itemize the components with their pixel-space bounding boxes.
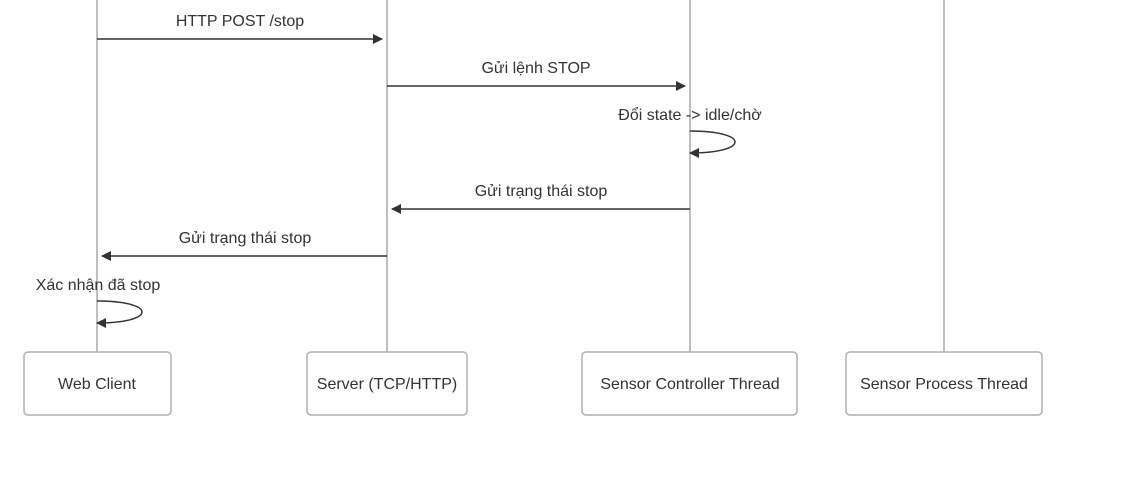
message-label: Gửi lệnh STOP <box>481 60 590 77</box>
participant-label: Web Client <box>58 376 137 393</box>
participant-box <box>845 351 1043 416</box>
message-label: Xác nhận đã stop <box>36 277 161 294</box>
message-http-post-stop: HTTP POST /stop <box>97 13 383 44</box>
message-send-stop-status-to-server: Gửi trạng thái stop <box>391 183 690 214</box>
participant-box <box>306 351 468 416</box>
message-confirm-stopped-self: Xác nhận đã stop <box>36 277 161 328</box>
message-send-stop-command: Gửi lệnh STOP <box>387 60 686 91</box>
message-label: Gửi trạng thái stop <box>475 183 608 200</box>
participant-box <box>23 351 172 416</box>
message-label: Đổi state -> idle/chờ <box>618 106 762 124</box>
participant-label: Server (TCP/HTTP) <box>317 376 457 393</box>
participant-label: Sensor Process Thread <box>860 376 1028 393</box>
message-label: HTTP POST /stop <box>176 13 304 30</box>
self-message-arrow <box>689 130 736 158</box>
self-message-arrow <box>96 300 143 328</box>
participant-sensor-controller-thread: Sensor Controller Thread <box>581 351 798 416</box>
participant-sensor-process-thread: Sensor Process Thread <box>845 351 1043 416</box>
message-send-stop-status-to-client: Gửi trạng thái stop <box>101 230 387 261</box>
participant-server: Server (TCP/HTTP) <box>306 351 468 416</box>
message-label: Gửi trạng thái stop <box>179 230 312 247</box>
participant-box <box>581 351 798 416</box>
message-change-state-self: Đổi state -> idle/chờ <box>618 106 762 158</box>
participant-label: Sensor Controller Thread <box>600 376 779 393</box>
participant-web-client: Web Client <box>23 351 172 416</box>
